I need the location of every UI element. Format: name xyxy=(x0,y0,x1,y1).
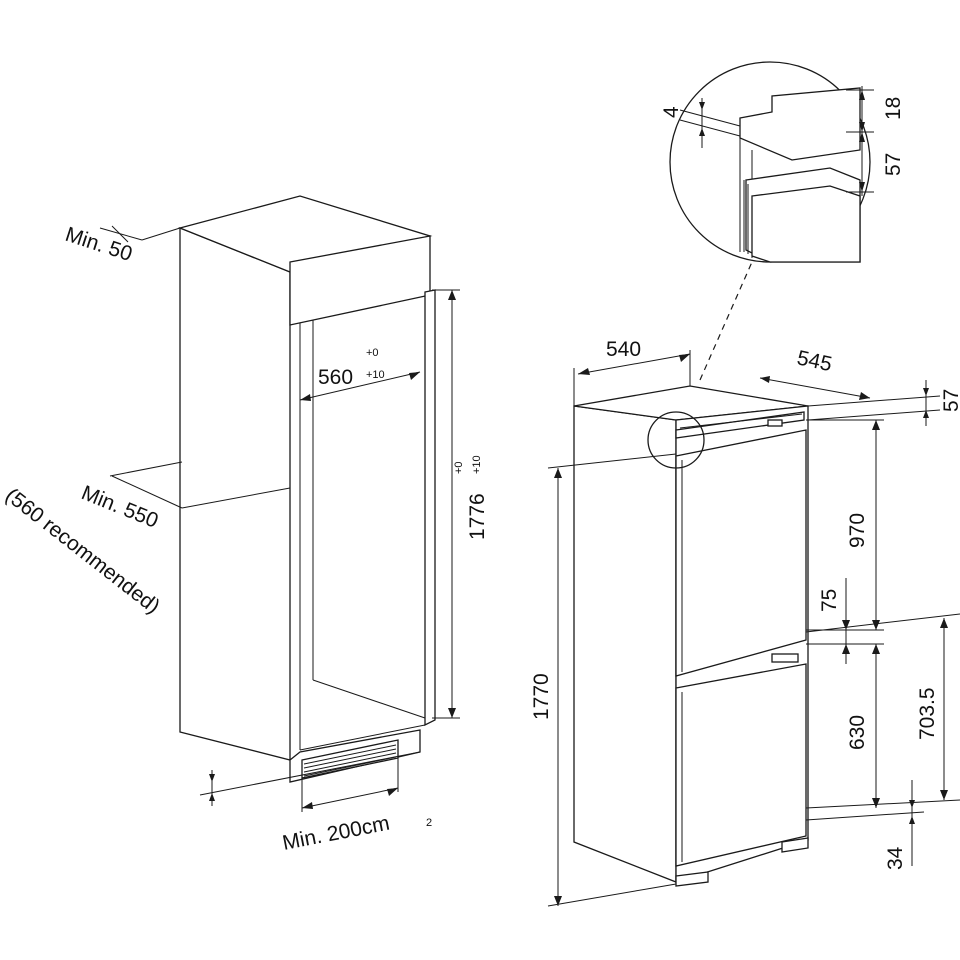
vent-grille xyxy=(301,739,399,779)
dim-75: 75 xyxy=(818,578,850,664)
detail-callout xyxy=(647,261,753,469)
cabinet-niche xyxy=(177,195,436,796)
label-niche-width-tol-top: +0 xyxy=(366,347,379,359)
label-min-200cm-sup: 2 xyxy=(426,817,432,829)
label-niche-height-tol-bottom: +10 xyxy=(471,455,483,474)
label-top-57: 57 xyxy=(940,389,960,412)
detail-magnified xyxy=(669,61,871,263)
label-detail-4: 4 xyxy=(660,106,683,118)
label-630: 630 xyxy=(846,715,869,750)
label-niche-height: 1776 xyxy=(466,493,489,540)
label-75: 75 xyxy=(818,589,841,612)
dim-top-57: 57 xyxy=(807,380,960,426)
label-detail-18: 18 xyxy=(882,97,905,120)
dim-niche-width: 560 +0 +10 xyxy=(299,347,421,401)
label-depth-545: 545 xyxy=(795,346,834,376)
dim-detail-18-57: 18 57 xyxy=(846,86,905,196)
dim-depth-545: 545 xyxy=(759,346,871,400)
fridge-door xyxy=(675,429,807,677)
dim-total-1770: 1770 xyxy=(530,453,677,907)
label-min-200cm: Min. 200cm xyxy=(281,812,392,855)
label-703-5: 703.5 xyxy=(916,687,939,740)
label-detail-57: 57 xyxy=(882,153,905,176)
dim-detail-4: 4 xyxy=(660,98,741,148)
label-min-550: Min. 550 xyxy=(78,481,161,532)
dim-width-540: 540 xyxy=(573,338,691,406)
freezer-door xyxy=(675,663,807,867)
label-niche-width: 560 xyxy=(318,366,353,389)
label-970: 970 xyxy=(846,513,869,548)
label-min-50: Min. 50 xyxy=(62,223,135,266)
label-niche-height-tol-top: +0 xyxy=(453,461,465,474)
dim-min-50: Min. 50 xyxy=(62,223,181,266)
label-34: 34 xyxy=(884,846,907,870)
appliance-body xyxy=(573,385,809,887)
label-1770: 1770 xyxy=(530,673,553,720)
label-niche-width-tol-bottom: +10 xyxy=(366,369,385,381)
dim-lower: 630 703.5 34 xyxy=(805,613,960,870)
label-width-540: 540 xyxy=(606,338,641,361)
dim-970: 970 xyxy=(806,419,884,631)
dim-niche-height: 1776 +0 +10 xyxy=(432,289,489,719)
